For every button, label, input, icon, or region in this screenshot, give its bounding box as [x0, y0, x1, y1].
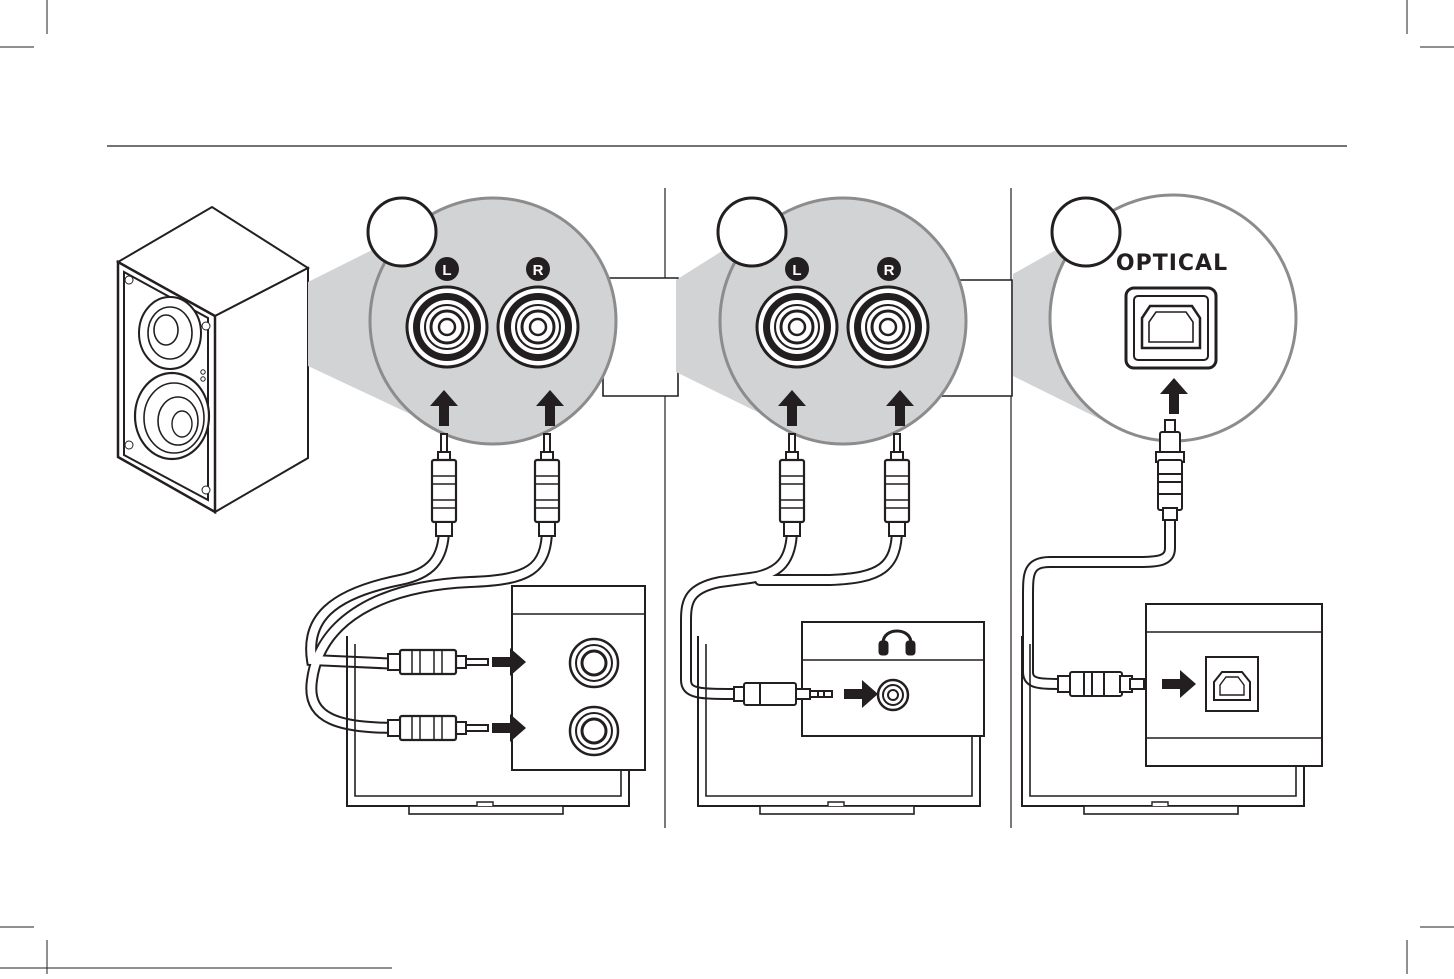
step-marker-3 [1052, 198, 1120, 266]
tv-rca-out-l [570, 639, 618, 687]
rca-plug-r [535, 434, 559, 536]
rca-plug-l-2 [780, 434, 804, 536]
rca-socket-l-2 [757, 287, 837, 367]
tv-optical-port [1206, 657, 1258, 711]
tv-rca-out-r [570, 707, 618, 755]
jack-label-l: L [442, 262, 451, 279]
panel-rca-to-rca: L R [308, 198, 678, 814]
rca-socket-r-2 [848, 287, 928, 367]
rca-plug-tv-l [388, 650, 488, 674]
jack-label-r: R [533, 262, 544, 279]
rca-plug-r-2 [885, 434, 909, 536]
optical-label: OPTICAL [1116, 251, 1228, 276]
jack-label-l-2: L [792, 262, 801, 279]
rca-socket-r [498, 287, 578, 367]
speaker-illustration [118, 207, 308, 512]
optical-port-zoom [1126, 288, 1216, 368]
panel-optical: OPTICAL [1013, 195, 1322, 814]
step-marker-2 [718, 198, 786, 266]
rca-plug-tv-r [388, 716, 488, 740]
rca-socket-l [407, 287, 487, 367]
optical-plug-side [1058, 672, 1144, 696]
rca-plug-l [432, 434, 456, 536]
jack-label-r-2: R [884, 262, 895, 279]
optical-plug-top [1156, 420, 1184, 520]
step-marker-1 [368, 198, 436, 266]
headphone-socket [878, 680, 908, 710]
panel-rca-to-headphone: L R [676, 198, 1012, 814]
